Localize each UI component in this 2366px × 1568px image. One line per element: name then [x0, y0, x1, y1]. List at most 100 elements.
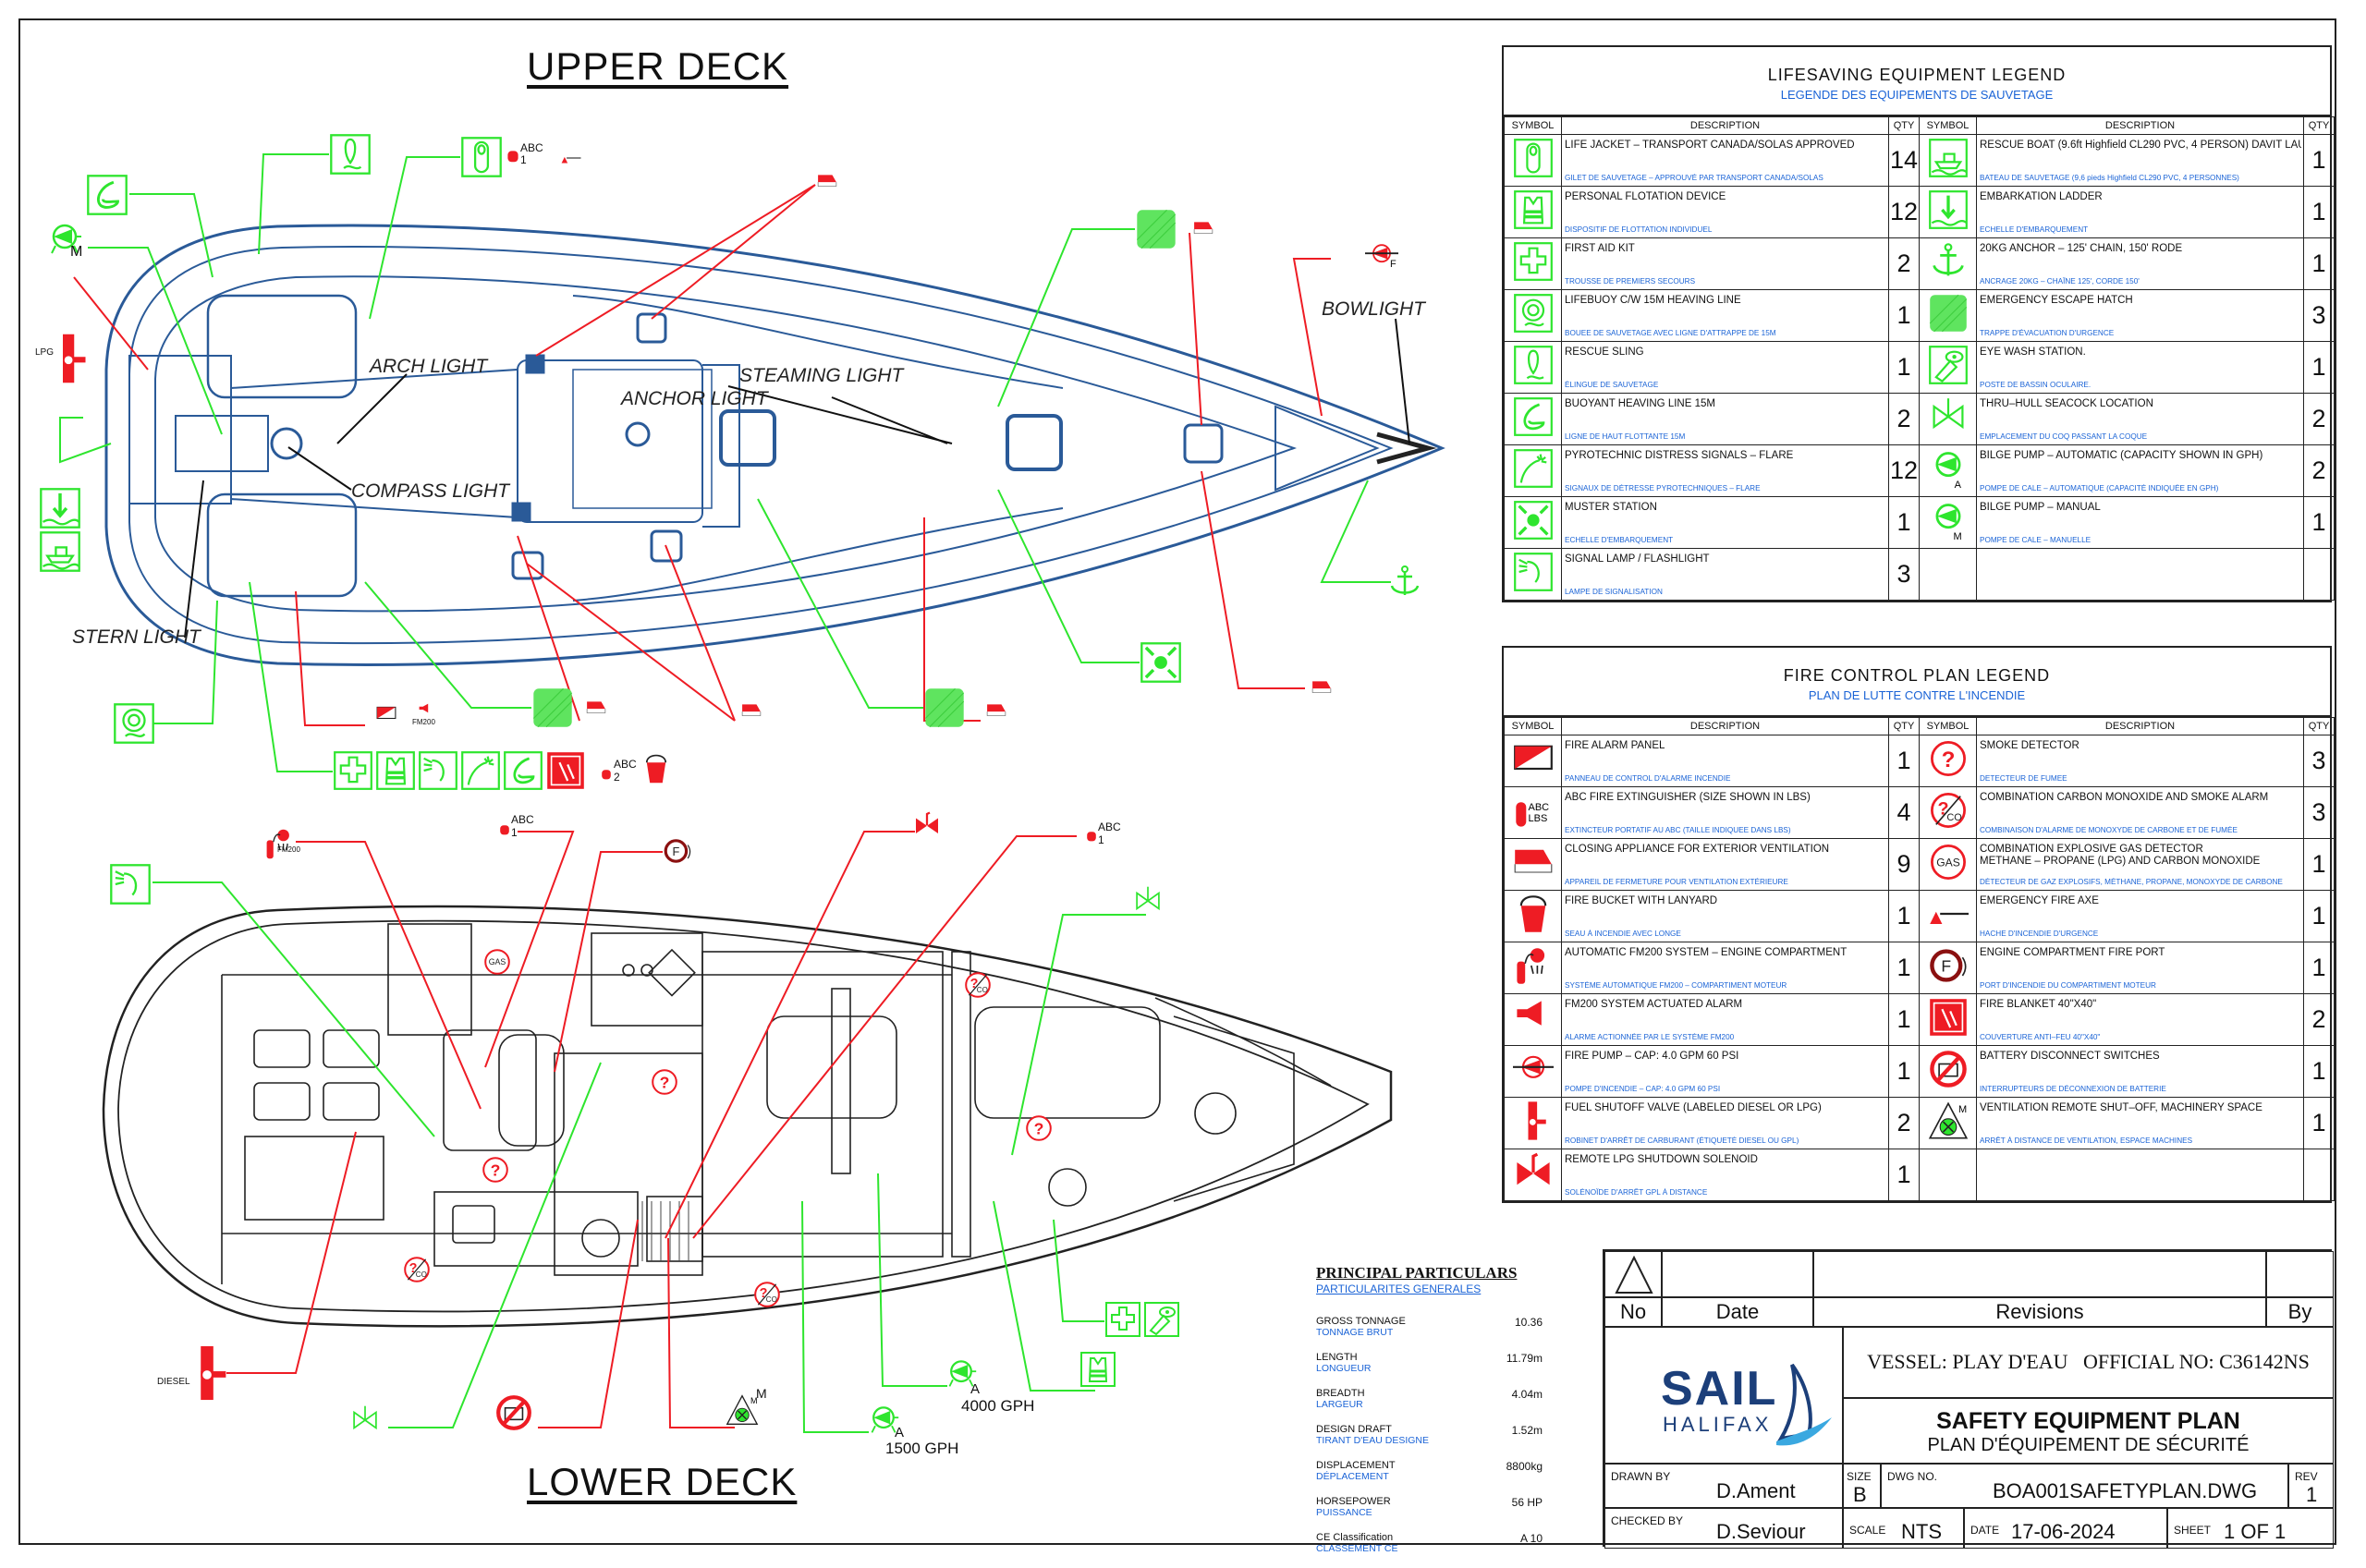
legend-symbol-cell: [1919, 341, 1977, 394]
legend-qty: 3: [1888, 548, 1920, 601]
svg-text:GAS: GAS: [489, 957, 506, 966]
anchor-icon: [1928, 241, 1969, 282]
co-smoke-alarm-icon: ?CO: [963, 970, 993, 1000]
fuel-shutoff-valve-icon: [1513, 1100, 1554, 1141]
legend-header-description: DESCRIPTION: [1976, 717, 2304, 735]
legend-description-fr: ROBINET D'ARRÊT DE CARBURANT (ÉTIQUETÉ D…: [1565, 1136, 1799, 1145]
gas-detector-icon: GAS: [1928, 842, 1969, 882]
legend-symbol-cell: [1504, 341, 1562, 394]
lpg-solenoid-icon: [1513, 1152, 1554, 1193]
abc-size-label: 2: [614, 771, 620, 784]
scale-value: NTS: [1901, 1520, 1942, 1543]
svg-text:LBS: LBS: [1528, 813, 1547, 824]
legend-header-description: DESCRIPTION: [1561, 116, 1889, 135]
legend-qty: 1: [1888, 289, 1920, 342]
bilge-auto-label: A: [970, 1381, 981, 1397]
legend-description-fr: COUVERTURE ANTI–FEU 40"X40": [1980, 1033, 2101, 1041]
legend-description-fr: APPAREIL DE FERMETURE POUR VENTILATION E…: [1565, 878, 1788, 886]
legend-symbol-cell: ?: [1919, 735, 1977, 787]
legend-header-qty: QTY: [1888, 717, 1920, 735]
legend-description-cell: COMBINATION CARBON MONOXIDE AND SMOKE AL…: [1976, 786, 2304, 839]
particular-name-fr: TIRANT D'EAU DESIGNE: [1316, 1435, 1429, 1446]
fire-blanket-icon: [1928, 997, 1969, 1038]
muster-station-icon: [1140, 641, 1182, 684]
heaving-line-icon: [503, 750, 543, 791]
legend-qty: 14: [1888, 134, 1920, 187]
date-label: DATE: [1970, 1524, 2000, 1537]
legend-symbol-cell: M: [1919, 1097, 1977, 1149]
legend-symbol-cell: [1919, 134, 1977, 187]
legend-header-qty: QTY: [2303, 116, 2335, 135]
legend-description-cell: RESCUE BOAT (9.6ft Highfield CL290 PVC, …: [1976, 134, 2304, 187]
signal-lamp-icon: [418, 750, 458, 791]
legend-description-en: COMBINATION CARBON MONOXIDE AND SMOKE AL…: [1980, 792, 2269, 803]
legend-description-en: EYE WASH STATION.: [1980, 346, 2086, 358]
fire-legend: FIRE CONTROL PLAN LEGEND PLAN DE LUTTE C…: [1502, 646, 2335, 1203]
legend-header-symbol: SYMBOL: [1504, 116, 1562, 135]
closing-appliance-icon: [578, 698, 615, 718]
battery-disconnect-icon: [1928, 1049, 1969, 1089]
legend-qty: 1: [1888, 993, 1920, 1046]
legend-symbol-cell: [1919, 548, 1977, 601]
particulars-title-fr: PARTICULARITES GENERALES: [1316, 1282, 1482, 1295]
legend-description-fr: LIGNE DE HAUT FLOTTANTE 15M: [1565, 432, 1686, 441]
abc-size-label: 1: [520, 153, 527, 166]
fm200-system-icon: [1513, 945, 1554, 986]
fire-alarm-panel-icon: [365, 703, 408, 723]
seacock-icon: [1132, 885, 1164, 917]
legend-symbol-cell: [1504, 289, 1562, 342]
stern-light-label: STERN LIGHT: [72, 626, 201, 648]
life-jacket-icon: [1513, 138, 1554, 178]
particular-value: 1.52m: [1511, 1424, 1543, 1437]
fire-pump-icon: [1363, 238, 1400, 272]
revision-triangle-icon: [1615, 1255, 1653, 1294]
legend-qty: 1: [1888, 942, 1920, 994]
escape-hatch-icon: [531, 687, 574, 729]
legend-row: AUTOMATIC FM200 SYSTEM – ENGINE COMPARTM…: [1504, 942, 2335, 994]
legend-description-en: LIFEBUOY C/W 15M HEAVING LINE: [1565, 295, 1741, 306]
company-logo: SAIL HALIFAX: [1604, 1327, 1843, 1464]
particular-name: BREADTH: [1316, 1388, 1365, 1399]
legend-symbol-cell: GAS: [1919, 838, 1977, 891]
abc-extinguisher-icon: [601, 762, 612, 786]
drawing-title-cell: SAFETY EQUIPMENT PLAN PLAN D'ÉQUIPEMENT …: [1843, 1398, 2334, 1464]
particular-name: HORSEPOWER: [1316, 1496, 1391, 1507]
legend-qty: 1: [1888, 890, 1920, 942]
legend-description-en: PYROTECHNIC DISTRESS SIGNALS – FLARE: [1565, 450, 1794, 461]
smoke-detector-icon: ?: [1928, 738, 1969, 779]
legend-description-en: RESCUE SLING: [1565, 346, 1644, 358]
escape-hatch-icon: [923, 687, 966, 729]
legend-qty: 2: [1888, 237, 1920, 290]
legend-qty: 1: [1888, 496, 1920, 549]
fire-legend-title: FIRE CONTROL PLAN LEGEND: [1783, 666, 2051, 685]
vent-shutoff-icon: M: [726, 1393, 759, 1427]
fire-axe-icon: [545, 148, 596, 168]
legend-row: CLOSING APPLIANCE FOR EXTERIOR VENTILATI…: [1504, 838, 2335, 891]
fm200-label: FM200: [277, 845, 300, 854]
legend-description-en: ENGINE COMPARTMENT FIRE PORT: [1980, 947, 2165, 958]
fire-axe-icon: [1928, 893, 1969, 934]
svg-text:GAS: GAS: [1936, 856, 1960, 869]
legend-qty: 2: [2303, 993, 2335, 1046]
particular-name-fr: DÉPLACEMENT: [1316, 1471, 1389, 1482]
co-smoke-alarm-icon: ?CO: [1928, 790, 1969, 831]
legend-description-cell: LIFE JACKET – TRANSPORT CANADA/SOLAS APP…: [1561, 134, 1889, 187]
lifesaving-legend-title: LIFESAVING EQUIPMENT LEGEND: [1767, 66, 2067, 84]
legend-header-qty: QTY: [2303, 717, 2335, 735]
muster-icon: [1513, 500, 1554, 541]
legend-qty: 2: [1888, 1097, 1920, 1149]
